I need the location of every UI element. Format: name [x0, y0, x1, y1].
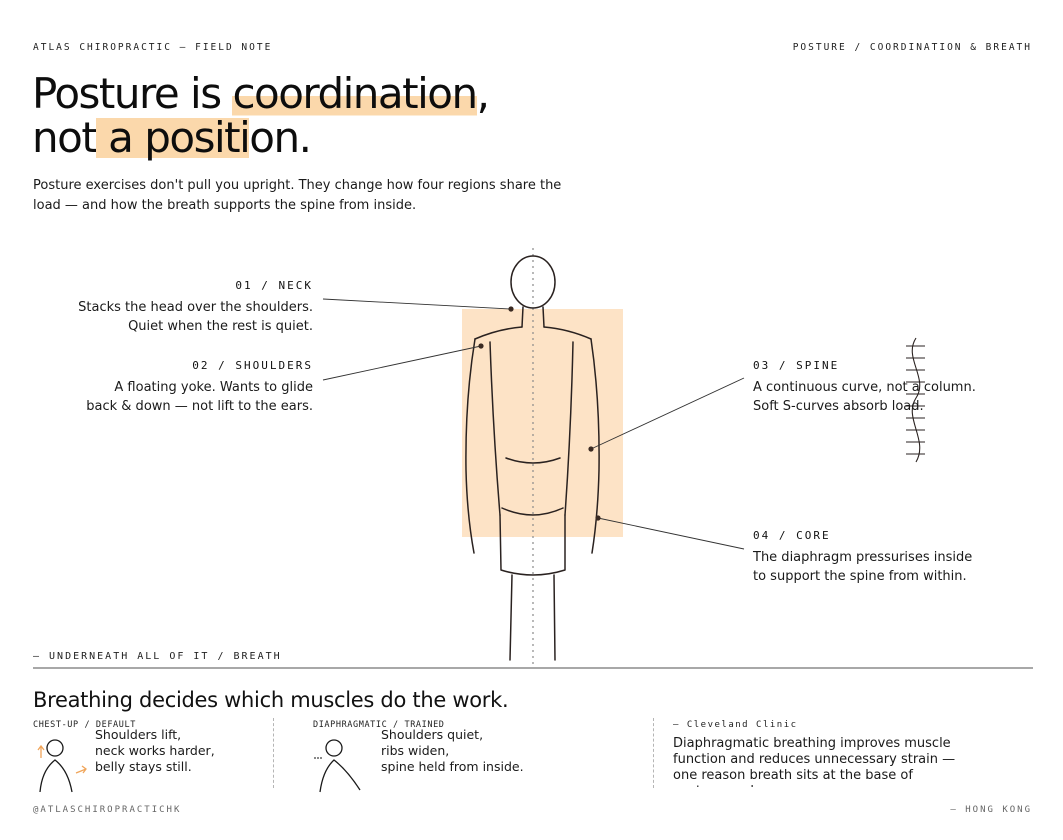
title-highlight: a positi	[96, 113, 251, 162]
shoulders-desc-1: A floating yoke. Wants to glide	[114, 380, 313, 395]
section-divider	[33, 667, 1033, 669]
column-divider-2	[653, 718, 654, 788]
diaphragmatic-label: DIAPHRAGMATIC / TRAINED	[313, 720, 445, 730]
core-desc-1: The diaphragm pressurises inside	[753, 550, 973, 565]
spine-desc-2: Soft S-curves absorb load.	[753, 399, 924, 414]
diaphragmatic-line-2: ribs widen,	[381, 743, 450, 758]
neck-number: 01 / NECK	[235, 279, 313, 292]
title-line-2: not a position.	[32, 113, 732, 162]
chest-up-line-1: Shoulders lift,	[95, 727, 182, 742]
column-divider-1	[273, 718, 274, 788]
left-arm-outer	[465, 338, 476, 554]
core-leader	[597, 517, 745, 550]
chest-arrow-icons	[37, 744, 87, 774]
neck-leader	[322, 298, 512, 310]
shoulders-leader	[322, 345, 482, 381]
neck-desc-1: Stacks the head over the shoulders.	[78, 300, 313, 315]
leader-lines	[322, 298, 745, 550]
head-outline	[510, 255, 556, 309]
leader-dots	[478, 306, 601, 521]
page-title: Posture is coordination, not a position.	[32, 69, 732, 162]
quote-block: Diaphragmatic breathing improves muscle …	[673, 736, 963, 787]
title-text: not	[32, 113, 98, 162]
title-text: on.	[249, 113, 312, 162]
breathing-title: Breathing decides which muscles do the w…	[33, 688, 509, 712]
chest-up-text: Shoulders lift, neck works harder, belly…	[95, 727, 215, 789]
chest-up-line-2: neck works harder,	[95, 743, 215, 758]
neck-label: 01 / NECK Stacks the head over the shoul…	[78, 276, 313, 336]
title-text: Posture is	[32, 69, 233, 118]
neck-desc-2: Quiet when the rest is quiet.	[128, 319, 313, 334]
neck-outline	[521, 306, 545, 328]
quote-source: — Cleveland Clinic	[673, 720, 798, 730]
shoulders-number: 02 / SHOULDERS	[192, 359, 313, 372]
legs-outline	[509, 574, 556, 661]
diaphragmatic-line-3: spine held from inside.	[381, 759, 524, 774]
underneath-label: — UNDERNEATH ALL OF IT / BREATH	[33, 651, 282, 662]
location-label: — HONG KONG	[950, 805, 1032, 815]
core-number: 04 / CORE	[753, 529, 831, 542]
shoulders-label: 02 / SHOULDERS A floating yoke. Wants to…	[86, 356, 313, 416]
core-desc-2: to support the spine from within.	[753, 569, 967, 584]
neck-dot	[508, 306, 514, 312]
shoulders-dot	[478, 343, 484, 349]
brand-header: ATLAS CHIROPRACTIC — FIELD NOTE	[33, 42, 273, 53]
diaphragm-breathing-icon	[319, 739, 361, 793]
pelvis-outline	[499, 514, 566, 576]
spine-desc-1: A continuous curve, not a column.	[753, 380, 976, 395]
shoulder-line	[474, 326, 592, 340]
hip-curve	[501, 507, 564, 516]
intro-paragraph: Posture exercises don't pull you upright…	[33, 178, 562, 213]
core-label: 04 / CORE The diaphragm pressurises insi…	[753, 526, 972, 586]
left-arm-inner	[489, 341, 501, 516]
spine-leader	[590, 377, 745, 450]
right-arm-inner	[564, 341, 574, 516]
spine-number: 03 / SPINE	[753, 359, 840, 372]
diaphragm-dots-icon	[314, 757, 322, 759]
title-highlight: coordination	[232, 69, 478, 118]
title-text: ,	[476, 69, 490, 118]
spine-curve-icon	[906, 337, 925, 463]
torso-highlight-panel	[462, 309, 623, 537]
quote-text: Diaphragmatic breathing improves muscle …	[673, 736, 956, 787]
chest-up-label: CHEST-UP / DEFAULT	[33, 720, 136, 730]
chest-up-line-3: belly stays still.	[95, 759, 192, 774]
social-handle: @ATLASCHIROPRACTICHK	[33, 805, 182, 815]
diaphragmatic-line-1: Shoulders quiet,	[381, 727, 484, 742]
spine-label: 03 / SPINE A continuous curve, not a col…	[753, 356, 976, 416]
right-arm-outer	[590, 338, 600, 554]
body-figure	[465, 255, 600, 661]
chest-breathing-icon	[39, 739, 73, 793]
topic-header: POSTURE / COORDINATION & BREATH	[792, 42, 1032, 53]
waist-curve	[505, 457, 561, 464]
title-line-1: Posture is coordination,	[32, 69, 732, 118]
spine-dot	[588, 446, 594, 452]
core-dot	[595, 515, 601, 521]
shoulders-desc-2: back & down — not lift to the ears.	[86, 399, 313, 414]
diaphragmatic-text: Shoulders quiet, ribs widen, spine held …	[381, 727, 524, 789]
